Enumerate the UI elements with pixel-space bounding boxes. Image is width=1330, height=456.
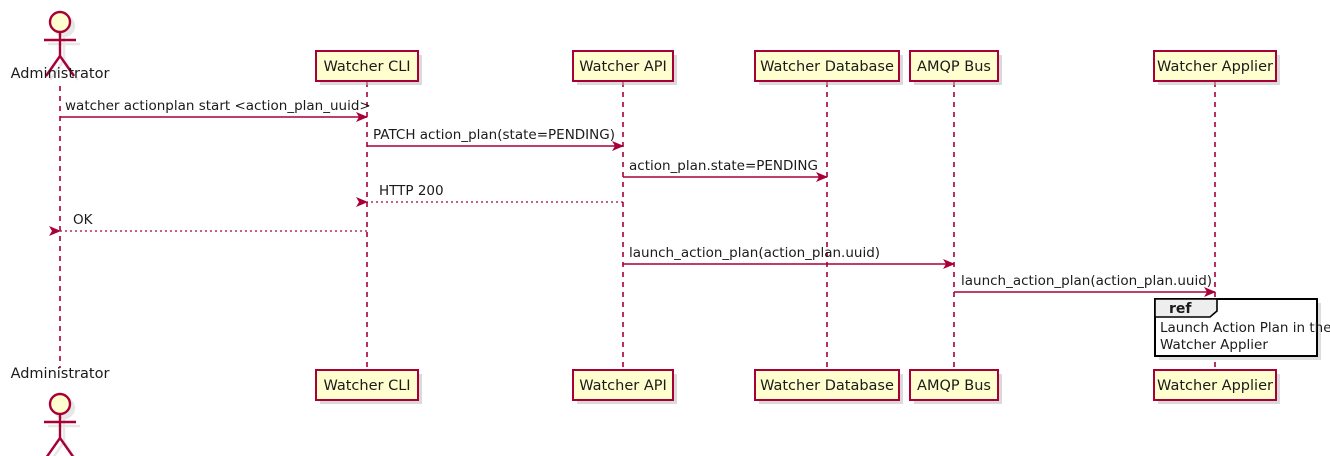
actor-label-administrator: Administrator: [11, 66, 110, 82]
actor-leg-left: [52, 441, 65, 456]
participant-box-watcher-db[interactable]: [754, 369, 900, 401]
participant-box-watcher-api[interactable]: [572, 50, 674, 82]
lifelines-group: [59, 82, 1216, 370]
participant-label-watcher-cli: Watcher CLI: [323, 378, 410, 394]
message-label-7: launch_action_plan(action_plan.uuid): [961, 273, 1212, 289]
participant-box-watcher-api[interactable]: [572, 369, 674, 401]
participant-box-watcher-cli[interactable]: [315, 50, 419, 82]
participant-label-watcher-db: Watcher Database: [760, 59, 894, 75]
message-7: launch_action_plan(action_plan.uuid): [954, 273, 1216, 297]
message-5: OK: [49, 212, 367, 236]
message-label-6: launch_action_plan(action_plan.uuid): [629, 245, 880, 261]
message-6: launch_action_plan(action_plan.uuid): [623, 245, 955, 269]
message-3: action_plan.state=PENDING: [623, 158, 828, 182]
message-2: PATCH action_plan(state=PENDING): [367, 127, 624, 151]
participant-label-watcher-api: Watcher API: [579, 378, 667, 394]
actor-head: [48, 392, 72, 416]
actor-head: [48, 10, 72, 34]
participant-label-watcher-db: Watcher Database: [760, 378, 894, 394]
message-label-1: watcher actionplan start <action_plan_uu…: [65, 98, 371, 114]
actor-leg-left: [45, 55, 61, 77]
actor-administrator[interactable]: [44, 10, 76, 77]
message-label-4: HTTP 200: [379, 183, 444, 199]
participant-box-watcher-applier[interactable]: [1153, 369, 1277, 401]
ref-body-line-2: Watcher Applier: [1160, 337, 1268, 353]
participant-box-watcher-cli[interactable]: [315, 369, 419, 401]
message-4: HTTP 200: [356, 183, 623, 207]
actor-label-administrator: Administrator: [11, 366, 110, 382]
participant-label-watcher-applier: Watcher Applier: [1157, 59, 1273, 75]
message-label-3: action_plan.state=PENDING: [629, 158, 818, 174]
actor-leg-left: [49, 59, 65, 81]
messages-group: watcher actionplan start <action_plan_uu…: [49, 98, 1216, 297]
participant-label-watcher-cli: Watcher CLI: [323, 59, 410, 75]
ref-title-label: ref: [1169, 301, 1192, 317]
message-1: watcher actionplan start <action_plan_uu…: [60, 98, 371, 122]
actor-leg-right: [59, 437, 75, 456]
actor-administrator[interactable]: [44, 392, 76, 456]
participant-box-watcher-applier[interactable]: [1153, 50, 1277, 82]
participant-label-amqp-bus: AMQP Bus: [917, 378, 991, 394]
participant-box-amqp-bus[interactable]: [909, 50, 999, 82]
participant-label-amqp-bus: AMQP Bus: [917, 59, 991, 75]
participant-label-watcher-api: Watcher API: [579, 59, 667, 75]
ref-header-tab: [1154, 298, 1218, 318]
message-label-2: PATCH action_plan(state=PENDING): [373, 127, 615, 143]
actor-leg-left: [45, 437, 61, 456]
actor-leg-right: [59, 55, 75, 77]
message-label-5: OK: [73, 212, 94, 228]
participant-boxes-group: Watcher CLI Watcher CLI Watcher API Watcher…: [315, 50, 1280, 404]
ref-body-line-1: Launch Action Plan in the: [1160, 320, 1330, 336]
participant-box-amqp-bus[interactable]: [909, 369, 999, 401]
participant-label-watcher-applier: Watcher Applier: [1157, 378, 1273, 394]
participant-box-watcher-db[interactable]: [754, 50, 900, 82]
